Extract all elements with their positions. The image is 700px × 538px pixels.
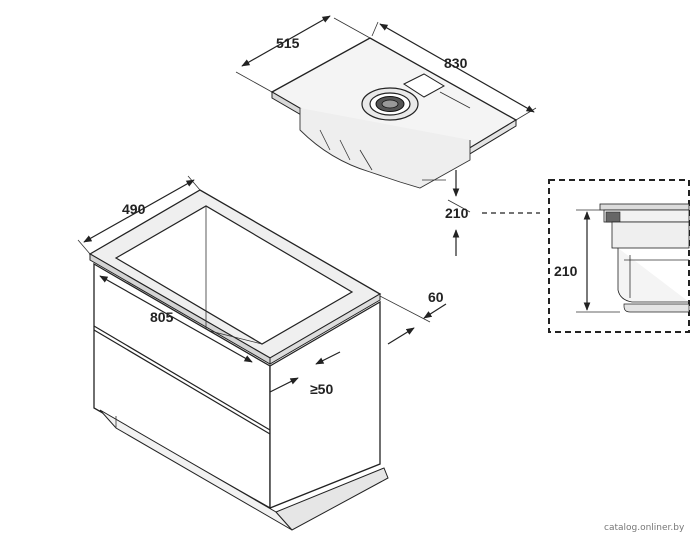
label-490: 490: [122, 201, 146, 217]
label-60: 60: [428, 289, 444, 305]
dimension-210-hob: 210: [422, 170, 540, 256]
dimension-min-50: ≥50: [269, 351, 341, 397]
hob-unit: [270, 37, 518, 189]
extractor-vent-icon: [361, 87, 419, 121]
label-210-detail: 210: [554, 263, 578, 279]
label-515: 515: [276, 35, 300, 51]
label-805: 805: [150, 309, 174, 325]
label-210-hob: 210: [445, 205, 469, 221]
hob-body: [299, 108, 471, 189]
watermark: catalog.onliner.by: [604, 523, 685, 533]
dimension-515: 515: [235, 15, 371, 93]
dimension-490: 490: [77, 175, 201, 255]
cabinet: [88, 189, 389, 531]
label-830: 830: [444, 55, 468, 71]
dimension-830: 830: [371, 21, 537, 121]
detail-view: 210: [548, 179, 690, 333]
label-min-50: ≥50: [310, 381, 333, 397]
cabinet-side: [269, 300, 381, 509]
dimension-60: 60: [379, 289, 447, 345]
dimension-805: 805: [99, 275, 253, 363]
